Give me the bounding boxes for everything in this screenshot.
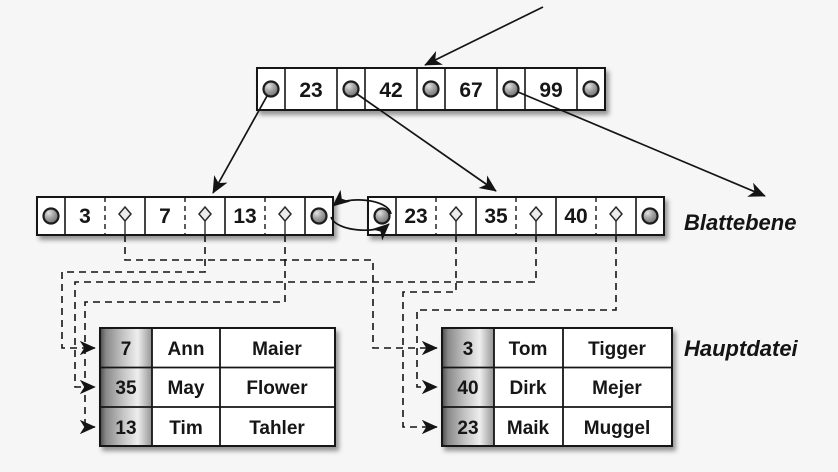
root-to-right-leaf-arrow: [356, 93, 497, 192]
table-cell-name: Flower: [246, 378, 308, 399]
leaf-node-right: 23 35 40: [367, 196, 665, 236]
record-pointer-key13: [79, 235, 286, 435]
leaf-key: 3: [79, 205, 91, 228]
root-pointer-3: [422, 80, 440, 98]
root-node: 23 42 67 99: [256, 67, 606, 111]
table-cell-name: Ann: [168, 339, 205, 360]
record-pointer-diamond: [449, 205, 623, 235]
table-cell-key: 13: [115, 418, 136, 439]
record-pointer-diamond: [118, 205, 292, 235]
leaf-node-left: 3 7 13: [36, 196, 334, 236]
leaf-key: 13: [233, 205, 256, 228]
table-cell-key: 40: [457, 378, 478, 399]
record-pointer-key40: [416, 235, 617, 395]
record-pointer-key7: [61, 235, 206, 356]
leaf-key: 23: [404, 205, 427, 228]
table-cell-key: 3: [463, 339, 474, 360]
table-cell-name: Tim: [169, 418, 202, 439]
root-key: 23: [299, 79, 322, 102]
incoming-root-arrow: [424, 6, 544, 66]
table-cell-name: Tahler: [249, 418, 305, 439]
table-cell-name: May: [168, 378, 205, 399]
main-file-label: Hauptdatei: [684, 336, 799, 361]
root-key: 42: [379, 79, 402, 102]
leaf-key: 40: [564, 205, 587, 228]
table-cell-name: Maier: [252, 339, 302, 360]
table-cell-name: Tom: [509, 339, 548, 360]
table-cell-name: Dirk: [510, 378, 547, 399]
table-cell-key: 7: [121, 339, 132, 360]
leaf-level-label: Blattebene: [684, 210, 796, 235]
table-cell-name: Maik: [507, 418, 550, 439]
leaf-key: 7: [159, 205, 171, 228]
root-pointer-2: [342, 80, 360, 98]
leaf-link-arrow-right: [330, 216, 390, 241]
key-column: [443, 329, 494, 445]
root-pointer-5: [582, 80, 600, 98]
main-file-table-left: 7 Ann Maier 35 May Flower 13 Tim Tahler: [99, 327, 336, 447]
leaf-left-pointer-prev: [42, 207, 60, 225]
root-pointer-1: [262, 80, 280, 98]
key-column: [101, 329, 152, 445]
root-to-next-leaf-arrow: [517, 91, 766, 197]
leaf-right-pointer-prev: [373, 207, 391, 225]
table-cell-key: 35: [115, 378, 137, 399]
table-cell-name: Tigger: [588, 339, 646, 360]
main-file-table-right: 3 Tom Tigger 40 Dirk Mejer 23 Maik Mugge…: [441, 327, 673, 447]
record-pointer-key3: [124, 235, 438, 356]
leaf-key: 35: [484, 205, 508, 228]
table-cell-name: Muggel: [584, 418, 651, 439]
root-to-left-leaf-arrow: [212, 95, 268, 194]
table-cell-name: Mejer: [592, 378, 642, 399]
leaf-right-pointer-next: [641, 207, 659, 225]
root-key: 67: [459, 79, 482, 102]
leaf-left-pointer-next: [310, 207, 328, 225]
record-pointer-key23: [402, 235, 457, 435]
root-key: 99: [539, 79, 562, 102]
root-pointer-4: [502, 80, 520, 98]
table-cell-key: 23: [457, 418, 478, 439]
leaf-link-arrow-left: [332, 189, 392, 215]
record-pointer-key35: [74, 235, 537, 395]
